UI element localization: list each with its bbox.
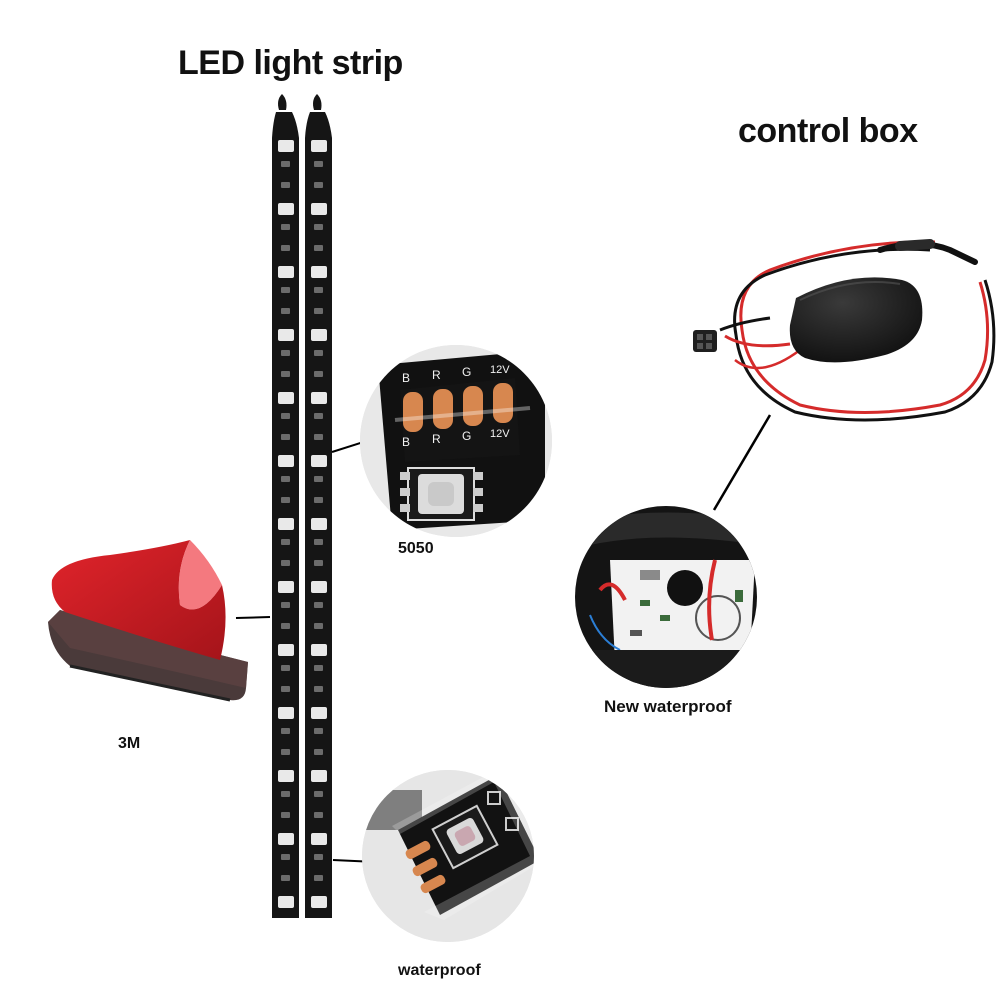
- pad-label-g: G: [462, 365, 471, 379]
- control-box-photo: [693, 239, 996, 422]
- strip-led-chip: [281, 434, 290, 440]
- strip-led-chip: [311, 392, 327, 404]
- strip-led-chip: [281, 350, 290, 356]
- strip-led-chip: [281, 560, 290, 566]
- strip-led-chip: [314, 497, 323, 503]
- tape-3m-photo: [48, 540, 248, 702]
- strip-led-chip: [311, 581, 327, 593]
- strip-led-chip: [314, 791, 323, 797]
- strip-led-chip: [314, 686, 323, 692]
- strip-led-chip: [278, 140, 294, 152]
- strip-led-chip: [311, 140, 327, 152]
- strip-led-chip: [314, 560, 323, 566]
- pad-label-12v: 12V: [490, 364, 510, 376]
- strip-led-chip: [281, 476, 290, 482]
- strip-led-chip: [314, 539, 323, 545]
- strip-led-chip: [314, 350, 323, 356]
- pcb-detail: [575, 506, 757, 688]
- strip-led-chip: [281, 161, 290, 167]
- strip-led-chip: [311, 203, 327, 215]
- strip-led-chip: [314, 182, 323, 188]
- pad-label-b-lower: B: [402, 435, 410, 449]
- strip-led-chip: [314, 371, 323, 377]
- callout-line-3m: [235, 616, 271, 619]
- waterproof-detail: [362, 770, 534, 942]
- strip-led-chip: [314, 308, 323, 314]
- strip-led-chip: [314, 245, 323, 251]
- strip-led-chip: [314, 602, 323, 608]
- strip-led-chip: [314, 287, 323, 293]
- strip-led-chip: [314, 728, 323, 734]
- strip-led-chip: [311, 833, 327, 845]
- strip-led-chip: [311, 707, 327, 719]
- callout-line-control-box: [712, 414, 772, 511]
- strip-led-chip: [311, 518, 327, 530]
- strip-led-chip: [281, 749, 290, 755]
- strip-led-chip: [314, 623, 323, 629]
- strip-led-chip: [281, 623, 290, 629]
- pad-label-r-lower: R: [432, 432, 441, 446]
- strip-led-chip: [278, 833, 294, 845]
- strip-led-chip: [281, 413, 290, 419]
- strip-led-chip: [314, 875, 323, 881]
- strip-led-chip: [311, 770, 327, 782]
- strip-led-chip: [278, 203, 294, 215]
- strip-led-chip: [281, 497, 290, 503]
- strip-led-chip: [278, 455, 294, 467]
- strip-led-chip: [281, 539, 290, 545]
- strip-led-chip: [278, 770, 294, 782]
- strip-led-chip: [278, 518, 294, 530]
- strip-led-chip: [278, 329, 294, 341]
- strip-led-chip: [281, 182, 290, 188]
- chip-5050-detail: B R G 12V B R G 12V: [360, 345, 552, 537]
- pad-label-g-lower: G: [462, 429, 471, 443]
- strip-led-chip: [278, 707, 294, 719]
- strip-led-chip: [311, 329, 327, 341]
- strip-led-chip: [311, 266, 327, 278]
- strip-led-chip: [281, 728, 290, 734]
- strip-led-chip: [278, 581, 294, 593]
- strip-led-chip: [314, 665, 323, 671]
- strip-led-chips: [278, 140, 327, 908]
- strip-led-chip: [281, 245, 290, 251]
- strip-led-chip: [281, 875, 290, 881]
- strip-led-chip: [314, 476, 323, 482]
- pad-label-b: B: [402, 371, 410, 385]
- pad-label-12v-lower: 12V: [490, 428, 510, 440]
- strip-led-chip: [311, 896, 327, 908]
- strip-led-chip: [314, 812, 323, 818]
- strip-led-chip: [281, 686, 290, 692]
- strip-led-chip: [314, 161, 323, 167]
- strip-led-chip: [314, 413, 323, 419]
- strip-led-chip: [311, 455, 327, 467]
- strip-led-chip: [314, 749, 323, 755]
- strip-led-chip: [314, 854, 323, 860]
- strip-led-chip: [281, 308, 290, 314]
- strip-led-chip: [278, 896, 294, 908]
- strip-led-chip: [281, 665, 290, 671]
- led-strip-title: LED light strip: [178, 44, 403, 82]
- strip-led-chip: [281, 812, 290, 818]
- strip-led-chip: [278, 392, 294, 404]
- strip-led-chip: [314, 224, 323, 230]
- strip-led-chip: [281, 371, 290, 377]
- strip-led-chip: [281, 287, 290, 293]
- waterproof-label: waterproof: [398, 962, 481, 979]
- control-box-title: control box: [738, 112, 918, 150]
- strip-led-chip: [311, 644, 327, 656]
- tape-3m-label: 3M: [118, 735, 141, 752]
- strip-led-chip: [281, 602, 290, 608]
- new-waterproof-label: New waterproof: [604, 697, 732, 716]
- strip-led-chip: [278, 644, 294, 656]
- strip-led-chip: [281, 224, 290, 230]
- pad-label-r: R: [432, 368, 441, 382]
- strip-led-chip: [281, 791, 290, 797]
- strip-led-chip: [278, 266, 294, 278]
- strip-led-chip: [314, 434, 323, 440]
- strip-led-chip: [281, 854, 290, 860]
- chip-5050-label: 5050: [398, 540, 434, 557]
